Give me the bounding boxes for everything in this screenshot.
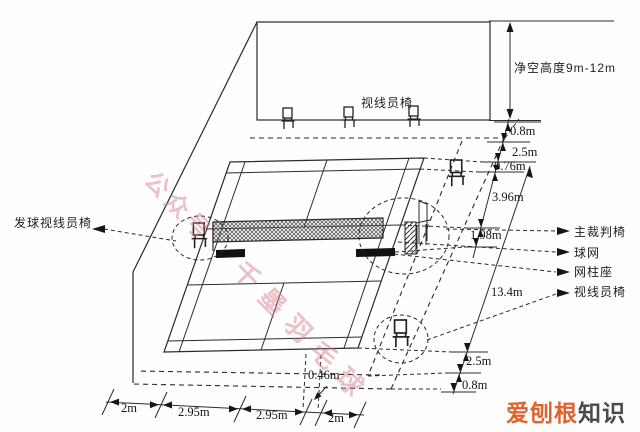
dim-2-95m-a: 2.95m (178, 405, 210, 419)
clearance-height-label: 净空高度9m-12m (514, 61, 617, 75)
dim-2m-left: 2m (121, 401, 137, 415)
right-dimension-chain (464, 118, 541, 259)
dim-2-5m-front: 2.5m (466, 354, 492, 368)
dim-2m-right: 2m (328, 411, 344, 425)
site-logo: 爱刨根知识网 (506, 394, 640, 432)
net-post-bases (216, 248, 395, 258)
dim-13-4m: 13.4m (491, 285, 523, 299)
leader-lines (92, 225, 570, 341)
linesman-right-label: 视线员椅 (574, 285, 627, 299)
left-wall (132, 21, 258, 383)
site-logo-gray: 知识网 (578, 400, 626, 426)
net (212, 217, 384, 251)
bottom-dimension-chain (101, 353, 367, 429)
serve-judge-label: 发球视线员椅 (14, 216, 93, 230)
dim-0-8m-top: 0.8m (510, 124, 536, 138)
net-highlight-circle (358, 197, 450, 275)
dim-3-96m: 3.96m (492, 190, 524, 204)
linesman-chair-right (447, 159, 466, 188)
back-wall (256, 21, 491, 121)
dim-2-95m-b: 2.95m (256, 408, 288, 422)
floor-outline (132, 118, 520, 390)
linesmen-top-label: 视线员椅 (361, 96, 414, 110)
dim-2-5m-top: 2.5m (512, 145, 538, 159)
site-logo-orange: 爱刨根 (506, 400, 578, 426)
clearance-dimension (489, 20, 614, 121)
extension-lines-right (357, 157, 484, 390)
dim-0-8m-front: 0.8m (462, 378, 488, 392)
net-label: 球网 (574, 246, 601, 260)
dim-0-76m: 0.76m (494, 159, 526, 173)
net-post-base-label: 网柱座 (574, 265, 614, 279)
umpire-chair (404, 200, 431, 255)
dim-0-46m: 0.46m (308, 368, 340, 382)
linesman-chair-bottom (373, 314, 429, 364)
umpire-chair-label: 主裁判椅 (574, 225, 627, 239)
dim-1-98m: 1.98m (470, 228, 502, 242)
serve-judge-chair (171, 215, 229, 261)
length-dimension-line (441, 165, 533, 395)
